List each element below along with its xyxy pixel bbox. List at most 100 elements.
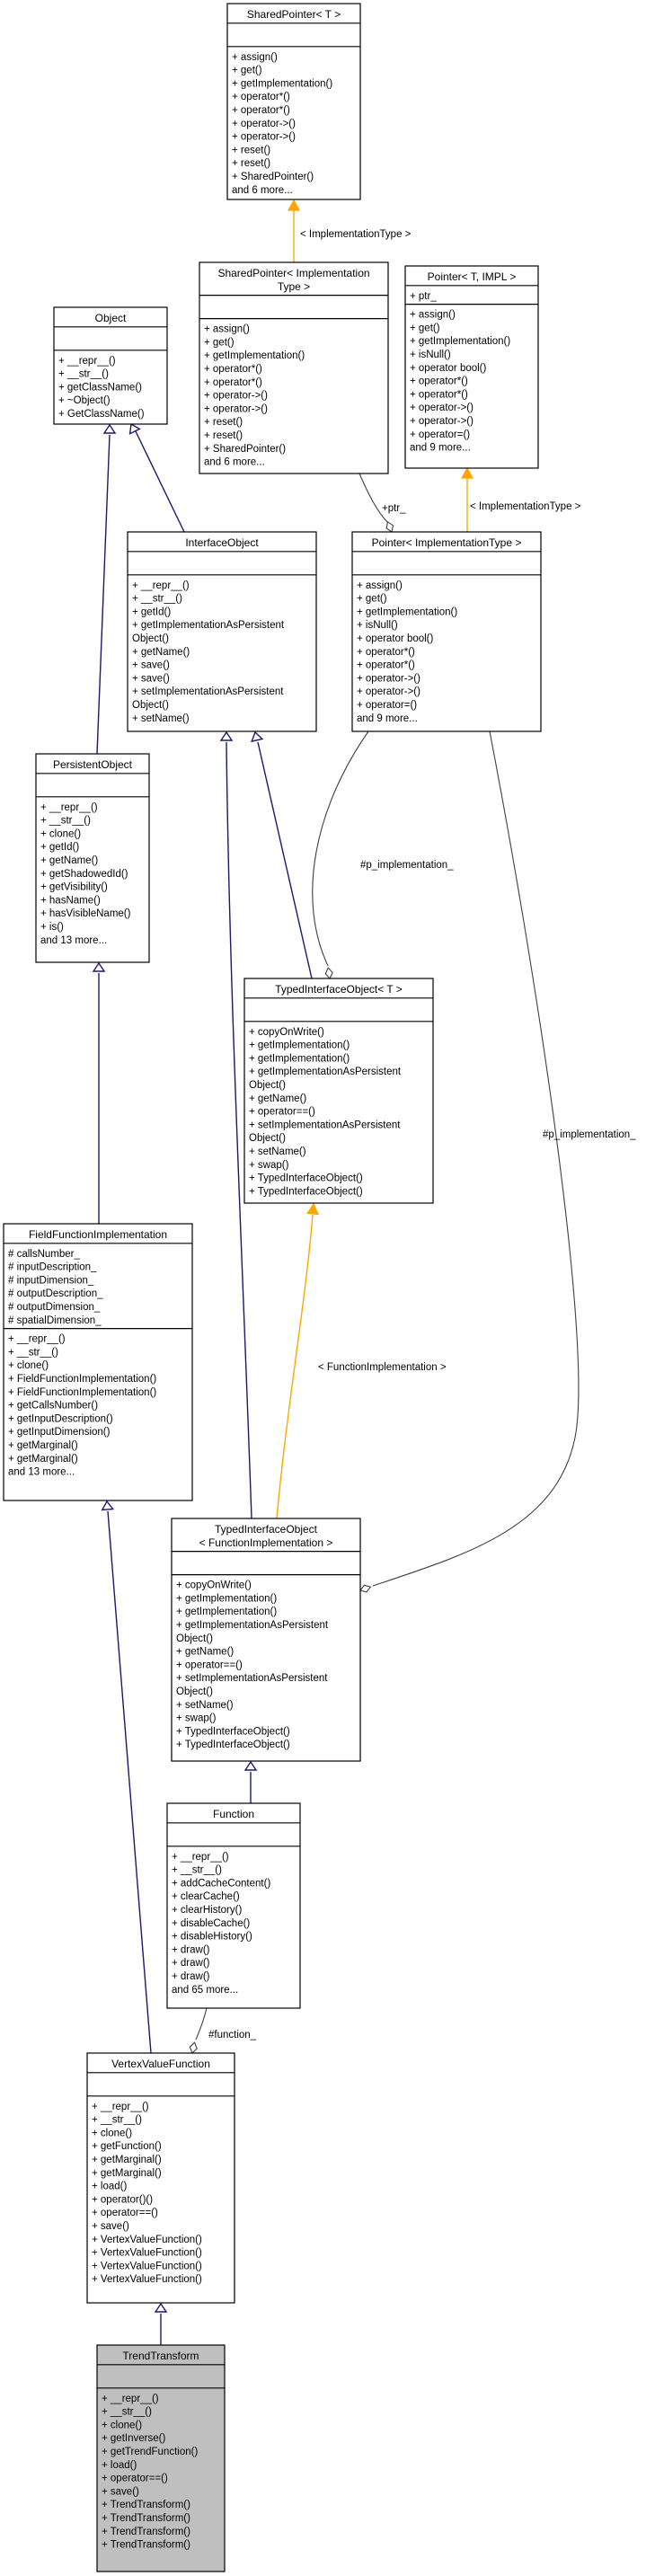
class-method: Object() — [176, 1686, 213, 1697]
class-method: + getInverse() — [102, 2433, 165, 2444]
class-method: + isNull() — [357, 620, 398, 631]
class-typed-f-i[interactable]: TypedInterfaceObject< FunctionImplementa… — [171, 1518, 361, 1762]
class-method: + setImplementationAsPersistent — [249, 1120, 401, 1130]
class-method: + save() — [102, 2486, 139, 2497]
class-method: + operator*() — [204, 377, 262, 388]
edge-label: < ImplementationType > — [300, 229, 412, 240]
class-method: + getName() — [176, 1647, 234, 1658]
class-method: + getMarginal() — [92, 2155, 162, 2165]
class-method: + getVisibility() — [40, 882, 108, 893]
class-title: FieldFunctionImplementation — [29, 1228, 167, 1241]
class-method: + setName() — [176, 1700, 234, 1711]
inheritance-arrowhead — [219, 730, 234, 741]
class-method: + reset() — [232, 158, 270, 169]
class-method: + getImplementation() — [357, 606, 457, 617]
class-method: + __repr__() — [8, 1334, 66, 1345]
class-method: + getImplementation() — [410, 336, 510, 347]
edge-label: < FunctionImplementation > — [318, 1362, 447, 1373]
class-method: + clone() — [92, 2128, 132, 2138]
inheritance-edge — [96, 434, 111, 755]
edge-label: #p_implementation_ — [360, 860, 454, 871]
class-attribute: # inputDimension_ — [8, 1275, 94, 1286]
class-method: + __str__() — [92, 2115, 142, 2126]
class-method: + draw() — [172, 1958, 210, 1969]
class-title: SharedPointer< T > — [247, 8, 341, 21]
class-pointer-t-i[interactable]: Pointer< T, IMPL >+ ptr_+ assign()+ get(… — [404, 265, 539, 469]
class-function[interactable]: Function+ __repr__()+ __str__()+ addCach… — [166, 1802, 301, 2009]
class-title: Type > — [278, 280, 310, 293]
class-title: VertexValueFunction — [111, 2058, 210, 2070]
class-method: + operator==() — [92, 2208, 158, 2218]
class-method: + setImplementationAsPersistent — [176, 1673, 328, 1684]
class-method: + __repr__() — [40, 802, 98, 813]
class-title: Pointer< T, IMPL > — [428, 270, 517, 283]
class-shared-impl[interactable]: SharedPointer< ImplementationType >+ ass… — [199, 261, 389, 474]
class-persistent-object[interactable]: PersistentObject + __repr__() + __str__() +… — [35, 753, 150, 963]
class-method: + operator->() — [357, 686, 420, 697]
class-method: + getInputDimension() — [8, 1427, 111, 1438]
class-method: + TypedInterfaceObject() — [249, 1173, 363, 1184]
class-method: + __str__() — [102, 2407, 152, 2418]
class-box — [3, 1223, 193, 1501]
class-method: + operator*() — [410, 376, 468, 387]
class-field-function-impl[interactable]: FieldFunctionImplementation# callsNumber… — [3, 1223, 193, 1501]
class-box — [226, 3, 361, 200]
composition-diamond — [385, 520, 394, 533]
class-title: Object — [95, 312, 127, 324]
class-box — [171, 1518, 361, 1762]
class-method: + operator=() — [357, 700, 417, 711]
class-box — [243, 978, 434, 1204]
class-method: + getImplementation() — [232, 78, 332, 89]
class-method: + getImplementation() — [204, 350, 305, 361]
class-box — [35, 753, 150, 963]
class-pointer-impl[interactable]: Pointer< ImplementationType >+ assign()+… — [351, 531, 542, 732]
class-title: < FunctionImplementation > — [199, 1536, 333, 1549]
class-method: + get() — [204, 337, 235, 348]
class-method: Object() — [132, 633, 169, 644]
class-method: + operator==() — [249, 1107, 315, 1118]
inheritance-arrowhead — [92, 961, 106, 972]
class-title: TrendTransform — [122, 2350, 199, 2362]
class-title: PersistentObject — [53, 758, 133, 771]
class-attribute: # inputDescription_ — [8, 1262, 97, 1273]
class-method: + __repr__() — [172, 1852, 229, 1863]
class-shared-t[interactable]: SharedPointer< T >+ assign()+ get()+ get… — [226, 3, 361, 200]
class-method: + reset() — [204, 430, 243, 441]
class-method: + getName() — [40, 855, 98, 866]
class-method: + reset() — [232, 145, 270, 155]
class-method: + operator*() — [232, 105, 290, 116]
template-edge — [276, 1214, 314, 1519]
class-method: + TrendTransform() — [102, 2527, 190, 2537]
class-method: + FieldFunctionImplementation() — [8, 1374, 156, 1385]
class-vertex-value-function[interactable]: VertexValueFunction+ __repr__()+ __str__… — [86, 2052, 235, 2304]
class-interface-object[interactable]: InterfaceObject+ __repr__()+ __str__()+ … — [127, 531, 317, 732]
class-attribute: # outputDescription_ — [8, 1288, 103, 1299]
class-attribute: # outputDimension_ — [8, 1302, 101, 1313]
class-method: + VertexValueFunction() — [92, 2261, 202, 2271]
class-method: + draw() — [172, 1971, 210, 1982]
class-method: + __str__() — [40, 816, 91, 827]
class-method: + TrendTransform() — [102, 2500, 190, 2510]
class-trend-transform[interactable]: TrendTransform+ __repr__()+ __str__()+ c… — [96, 2344, 226, 2572]
class-method: and 13 more... — [8, 1467, 75, 1478]
class-method: + getCallsNumber() — [8, 1401, 98, 1412]
class-method: + swap() — [249, 1160, 289, 1171]
inheritance-arrowhead — [102, 423, 117, 434]
class-method: + operator->() — [410, 403, 474, 413]
class-method: + getFunction() — [92, 2141, 162, 2152]
class-object[interactable]: Object+ __repr__()+ __str__()+ getClassN… — [53, 306, 168, 425]
class-method: + __repr__() — [58, 356, 116, 367]
class-method: + setName() — [249, 1146, 306, 1157]
class-method: + VertexValueFunction() — [92, 2248, 202, 2259]
class-typed-t[interactable]: TypedInterfaceObject< T >+ copyOnWrite()… — [243, 978, 434, 1204]
class-method: + operator bool() — [410, 363, 487, 374]
template-arrowhead — [306, 1202, 320, 1216]
class-method: + assign() — [204, 324, 250, 335]
class-method: + setImplementationAsPersistent — [132, 686, 284, 697]
class-box — [86, 2052, 235, 2304]
diagram-classes: SharedPointer< T > + assign() + get() + get… — [3, 3, 542, 2572]
class-method: + save() — [92, 2221, 129, 2232]
class-method: and 9 more... — [410, 443, 471, 454]
class-method: and 13 more... — [40, 935, 107, 946]
